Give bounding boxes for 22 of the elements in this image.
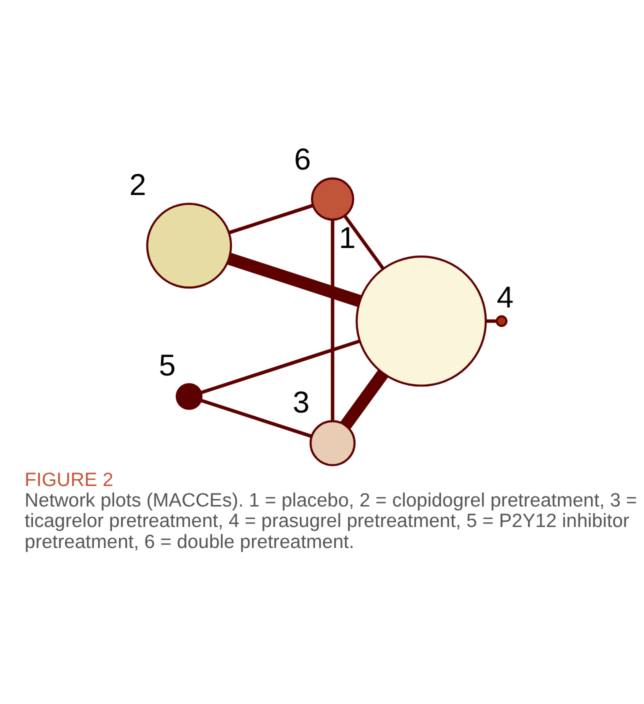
connector [200, 398, 312, 438]
connector [486, 319, 497, 323]
node-label: 6 [294, 144, 311, 177]
node-label: 2 [129, 168, 146, 202]
node-circle [356, 256, 487, 387]
node-label: 5 [158, 349, 176, 382]
connector [330, 220, 334, 421]
node-label: 3 [292, 386, 310, 420]
connector [200, 339, 360, 394]
node-label: 4 [496, 282, 514, 315]
diagram-title: FIGURE 2 [24, 470, 114, 491]
node-circle [146, 202, 232, 289]
node-circle [310, 177, 354, 221]
connector [344, 215, 384, 270]
node-circle [176, 383, 202, 410]
connector [228, 204, 314, 234]
node-label: 1 [338, 222, 356, 255]
connector [227, 252, 362, 307]
node-circle [310, 420, 356, 466]
node-circle [496, 315, 508, 327]
caption: Network plots (MACCEs). 1 = placebo, 2 = clopidogrel pretreatment, 3 = ticagrelor pretreatment, 4 = prasugrel pretreatment, 5 = P2Y12 inhibitor pretreatment, 6 = double pretreatment. [24, 490, 638, 553]
connector [340, 370, 388, 429]
